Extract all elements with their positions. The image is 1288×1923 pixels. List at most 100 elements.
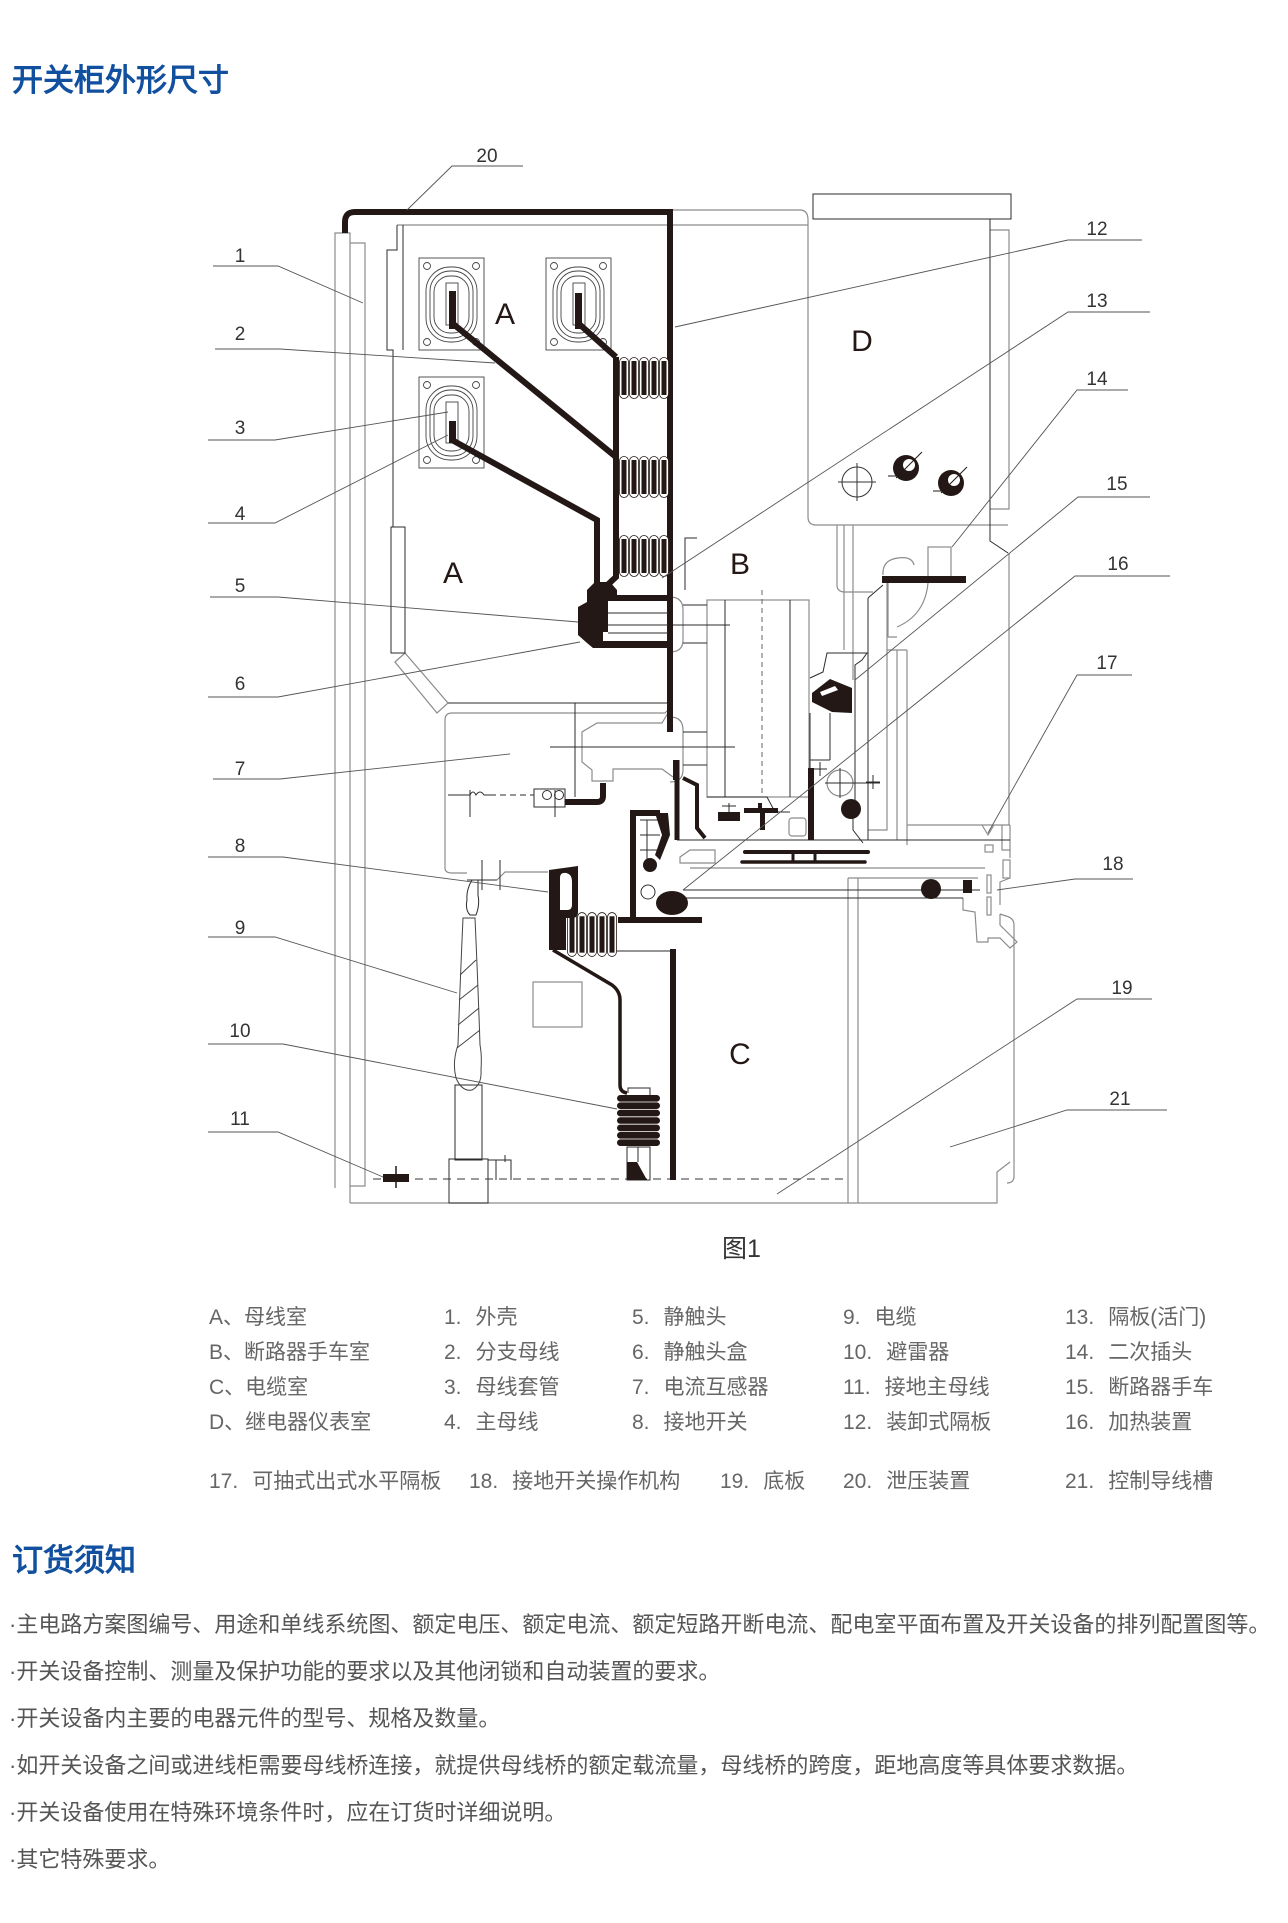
callout-21: 21	[949, 1089, 1167, 1148]
legend-item: 13.隔板(活门)	[1065, 1307, 1206, 1329]
callout-number: 17	[1096, 653, 1117, 674]
callout-number: 18	[1102, 854, 1123, 875]
callout-number: 21	[1109, 1089, 1130, 1110]
legend-item: 9. 电缆	[843, 1307, 917, 1329]
callout-15: 15	[854, 474, 1150, 681]
callout-number: 20	[476, 146, 497, 167]
callout-number: 16	[1107, 554, 1128, 575]
cable-compartment-divider	[670, 949, 676, 1180]
legend-label: 底板	[763, 1470, 806, 1493]
legend-label: 接地开关操作机构	[512, 1470, 681, 1493]
callout-number: 3	[235, 418, 246, 439]
relay-roof-cap	[812, 193, 1012, 220]
legend-item: 4. 主母线	[444, 1412, 539, 1434]
legend-item: 18.接地开关操作机构	[469, 1471, 680, 1493]
callout-number: 2	[235, 324, 246, 345]
bus-insulator-1	[619, 357, 669, 399]
legend-item: 12.装卸式隔板	[843, 1412, 991, 1434]
callout-number: 6	[235, 674, 246, 695]
callout-number: 5	[235, 576, 246, 597]
ground-busbar	[383, 1174, 409, 1182]
legend-item: 14.二次插头	[1065, 1342, 1192, 1364]
legend-compartment: A、母线室	[209, 1306, 308, 1329]
legend-compartment: C、电缆室	[209, 1376, 309, 1399]
section-title-ordering-notes: 订货须知	[12, 1543, 136, 1578]
ordering-note-item: ·开关设备内主要的电器元件的型号、规格及数量。	[9, 1706, 501, 1731]
legend-number: 19.	[720, 1470, 750, 1493]
arrester-lead	[552, 948, 628, 1095]
legend-number: 16.	[1065, 1411, 1095, 1434]
legend-item: 5. 静触头	[632, 1307, 727, 1329]
legend-number: 11.	[843, 1376, 871, 1399]
legend-label: 加热装置	[1108, 1411, 1193, 1434]
legend-number: 4.	[444, 1411, 462, 1434]
legend-number: 21.	[1065, 1470, 1095, 1493]
legend-number: 15.	[1065, 1376, 1095, 1399]
legend-item: 19. 底板	[720, 1471, 805, 1493]
legend-label: 接地开关	[663, 1411, 748, 1434]
legend-number: 8.	[632, 1411, 650, 1434]
legend-label: 主母线	[475, 1411, 539, 1434]
callout-12: 12	[674, 219, 1142, 328]
callout-number: 19	[1111, 978, 1132, 999]
earthing-mechanism-pivot	[921, 879, 941, 899]
callout-20: 20	[406, 146, 523, 211]
callout-number: 13	[1086, 291, 1107, 312]
outer-shell	[334, 232, 351, 1203]
legend-label: 泄压装置	[886, 1470, 971, 1493]
legend-compartment: D、继电器仪表室	[209, 1411, 372, 1434]
surge-arrester	[617, 1095, 660, 1146]
callout-3: 3	[208, 411, 449, 441]
callout-number: 7	[235, 759, 246, 780]
roof-line	[672, 209, 1008, 526]
legend-label: 电缆	[874, 1306, 917, 1329]
compartment-label-a-upper: A	[495, 298, 515, 331]
legend-item: 16. 加热装置	[1065, 1412, 1192, 1434]
callout-number: 10	[229, 1021, 250, 1042]
compartment-label-d: D	[851, 325, 873, 358]
legend-number: 12.	[843, 1411, 873, 1434]
relay-side-panel	[990, 229, 1010, 510]
earthing-switch-insulator	[566, 911, 618, 957]
legend-number: 2.	[444, 1341, 462, 1364]
ordering-note-item: ·其它特殊要求。	[9, 1847, 171, 1872]
bus-insulator-2	[619, 456, 669, 498]
legend-item: 8. 接地开关	[632, 1412, 748, 1434]
callout-6: 6	[208, 641, 581, 698]
callout-number: 1	[235, 246, 246, 267]
legend-number: 1.	[444, 1306, 462, 1329]
legend-item: 2.分支母线	[444, 1342, 560, 1364]
callout-7: 7	[213, 753, 511, 780]
callout-13: 13	[661, 291, 1150, 579]
legend-number: 9.	[843, 1306, 861, 1329]
legend-item: 20. 泄压装置	[843, 1471, 970, 1493]
callout-number: 15	[1106, 474, 1127, 495]
legend-item: 1. 外壳	[444, 1307, 518, 1329]
compartment-bracket	[684, 537, 697, 590]
callout-18: 18	[996, 854, 1133, 891]
secondary-plug-bar	[882, 576, 966, 583]
main-busbar	[450, 437, 600, 585]
legend-label: 静触头	[663, 1306, 727, 1329]
legend-item: 7.电流互感器	[632, 1377, 769, 1399]
callout-number: 11	[230, 1109, 250, 1130]
compartment-label-c: C	[729, 1038, 751, 1071]
legend-label: 二次插头	[1108, 1341, 1193, 1364]
compartment-label-b: B	[730, 548, 750, 581]
solid-components	[383, 576, 972, 1182]
control-knob-icon	[888, 451, 923, 481]
legend-item: 10.避雷器	[843, 1342, 949, 1364]
legend-item: 21.控制导线槽	[1065, 1471, 1213, 1493]
callout-9: 9	[208, 918, 458, 994]
legend-label: 外壳	[475, 1306, 518, 1329]
cable-support-base	[448, 1158, 489, 1204]
legend-number: 20.	[843, 1470, 873, 1493]
legend-number: 6.	[632, 1341, 650, 1364]
legend-item: 15.断路器手车	[1065, 1377, 1213, 1399]
branch-busbar	[450, 320, 618, 460]
callout-11: 11	[208, 1109, 384, 1178]
legend-number: 5.	[632, 1306, 650, 1329]
callout-number: 14	[1086, 369, 1108, 390]
outer-shell-inner	[350, 242, 366, 1187]
legend-number: 3.	[444, 1376, 462, 1399]
